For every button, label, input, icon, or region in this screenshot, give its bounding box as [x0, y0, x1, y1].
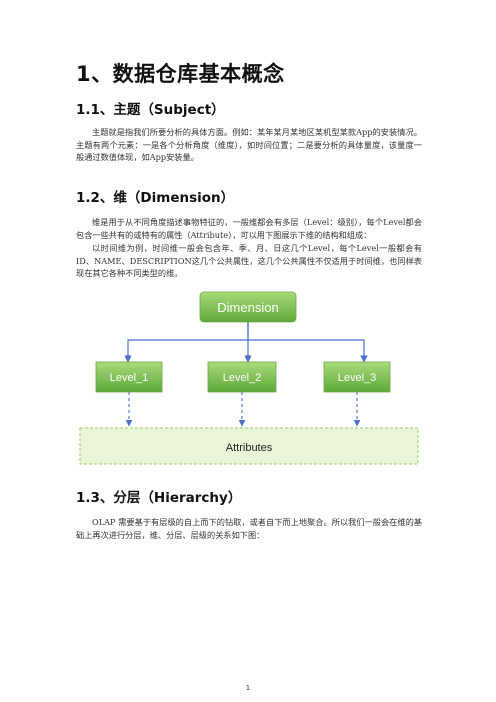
attributes-node: Attributes: [79, 427, 419, 465]
section-heading-subject: 1.1、主题（Subject）: [76, 102, 225, 118]
paragraph-dimension-1: 维是用于从不同角度描述事物特征的，一般维都会有多层（Level：级别），每个Le…: [76, 217, 422, 240]
level-node-2: Level_2: [207, 361, 277, 393]
paragraph-dimension-2: 以时间维为例，时间维一般会包含年、季、月、日这几个Level，每个Level一般…: [76, 243, 422, 279]
level-label-2: Level_2: [223, 372, 262, 384]
dimension-node: Dimension: [199, 291, 297, 323]
level-label-1: Level_1: [110, 372, 149, 384]
page-title: 1、数据仓库基本概念: [76, 62, 285, 86]
level-to-attribute-arrows: [125, 392, 361, 427]
level-node-1: Level_1: [95, 361, 163, 393]
paragraph-subject: 主题就是指我们所要分析的具体方面。例如：某年某月某地区某机型某款App的安装情况…: [76, 127, 422, 163]
level-label-3: Level_3: [338, 372, 377, 384]
dimension-to-level-arrows: [124, 322, 368, 363]
dimension-label: Dimension: [217, 300, 278, 315]
paragraph-hierarchy: OLAP 需要基于有层级的自上而下的钻取，或者自下而上地聚合。所以我们一般会在维…: [76, 517, 422, 540]
section-heading-hierarchy: 1.3、分层（Hierarchy）: [76, 490, 242, 506]
section-heading-dimension: 1.2、维（Dimension）: [76, 190, 235, 206]
level-node-3: Level_3: [323, 361, 391, 393]
page-number: 1: [245, 684, 251, 692]
attributes-label: Attributes: [226, 442, 273, 454]
dimension-diagram: Dimension Level_1 Level_2 Level_3: [79, 291, 419, 465]
